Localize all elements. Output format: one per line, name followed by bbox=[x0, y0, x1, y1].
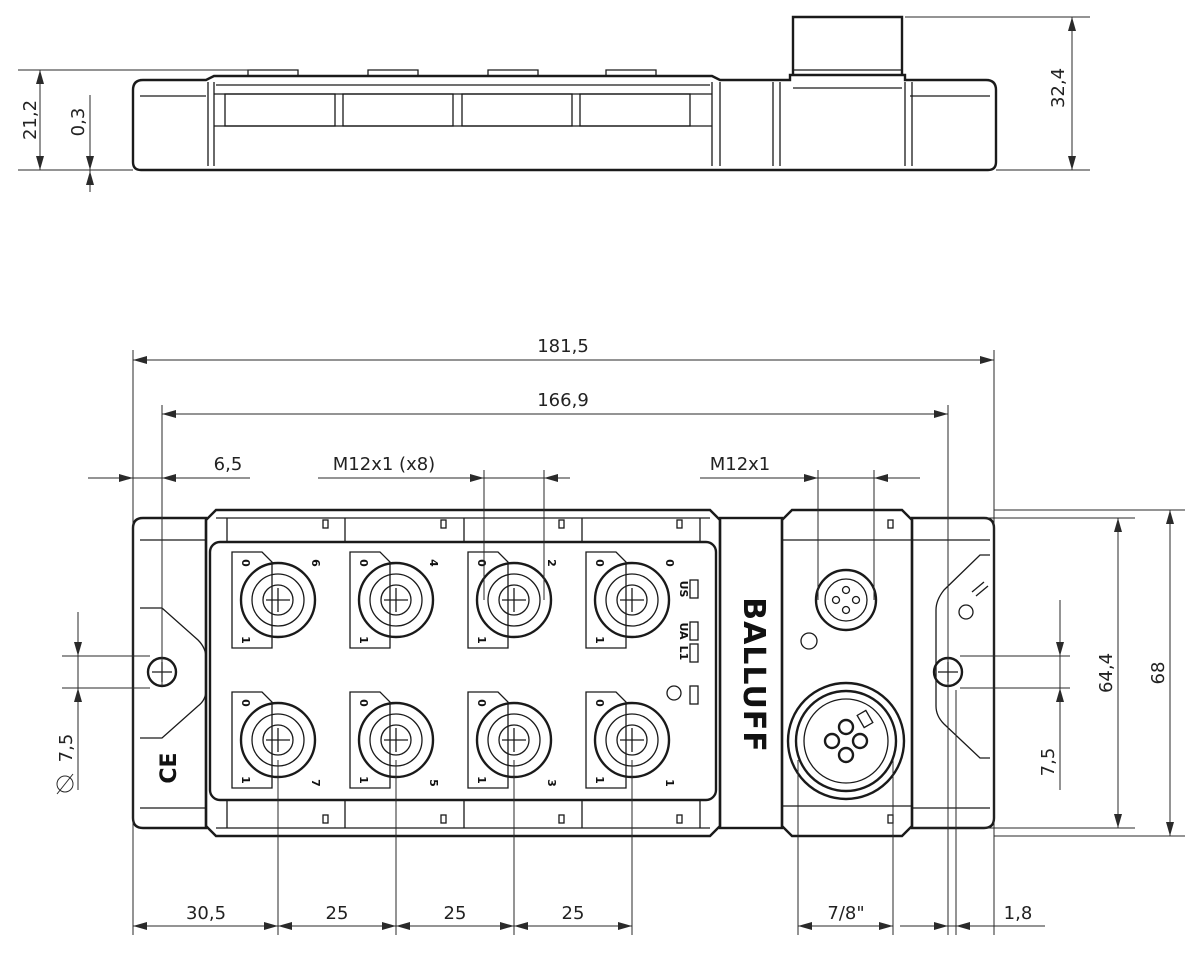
callout-io-ports: M12x1 (x8) bbox=[333, 454, 435, 475]
port-number-7: 7 bbox=[309, 779, 322, 787]
io-port-3 bbox=[467, 691, 553, 789]
dim-power-connector: 7/8" bbox=[827, 903, 864, 924]
bus-port-m12 bbox=[800, 568, 878, 650]
pin-label: 1 bbox=[357, 776, 370, 784]
pin-label: 1 bbox=[475, 636, 488, 644]
diameter-symbol-icon bbox=[56, 773, 74, 795]
corner-label: 0 bbox=[593, 699, 606, 707]
io-port-6 bbox=[231, 551, 317, 649]
dim-side-height-total: 32,4 bbox=[1048, 68, 1069, 108]
led-label-ua: UA bbox=[677, 622, 690, 640]
brand-logo: BALLUFF bbox=[736, 597, 771, 753]
io-port-4 bbox=[349, 551, 435, 649]
dim-hole-diameter: 7,5 bbox=[56, 734, 77, 763]
corner-label: 0 bbox=[593, 559, 606, 567]
power-port-7-8 bbox=[786, 681, 906, 801]
side-dimension-lines bbox=[18, 16, 1090, 192]
side-view bbox=[131, 15, 998, 172]
dim-end-offset: 1,8 bbox=[1004, 903, 1033, 924]
dim-first-port-offset: 30,5 bbox=[186, 903, 226, 924]
pin-label: 1 bbox=[475, 776, 488, 784]
pin-label: 1 bbox=[357, 636, 370, 644]
port-number-4: 4 bbox=[427, 559, 440, 567]
corner-label: 0 bbox=[475, 559, 488, 567]
corner-label: 0 bbox=[357, 699, 370, 707]
dim-body-width: 64,4 bbox=[1096, 653, 1117, 693]
dim-side-height-body: 21,2 bbox=[20, 100, 41, 140]
pin-label: 1 bbox=[593, 636, 606, 644]
pin-label: 1 bbox=[239, 776, 252, 784]
port-number-1: 1 bbox=[663, 779, 676, 787]
dim-overall-length: 181,5 bbox=[537, 336, 589, 357]
corner-label: 0 bbox=[239, 559, 252, 567]
top-dimension-lines bbox=[62, 350, 1185, 935]
corner-label: 0 bbox=[239, 699, 252, 707]
port-number-6: 6 bbox=[309, 559, 322, 567]
dim-hole-spacing: 166,9 bbox=[537, 390, 589, 411]
ground-symbol bbox=[958, 581, 989, 620]
dim-overall-width: 68 bbox=[1148, 662, 1169, 685]
led-label-us: US bbox=[677, 581, 690, 598]
port-number-2: 2 bbox=[545, 559, 558, 567]
port-number-0: 0 bbox=[663, 559, 676, 567]
io-port-2 bbox=[467, 551, 553, 649]
io-port-5 bbox=[349, 691, 435, 789]
callout-bus-port: M12x1 bbox=[710, 454, 771, 475]
pin-label: 1 bbox=[239, 636, 252, 644]
port-number-3: 3 bbox=[545, 779, 558, 787]
led-block bbox=[666, 579, 699, 705]
ce-mark: CE bbox=[157, 752, 182, 783]
pin-label: 1 bbox=[593, 776, 606, 784]
io-port-0 bbox=[585, 551, 671, 649]
dim-port-pitch: 25 bbox=[562, 903, 585, 924]
led-label-l1: L1 bbox=[677, 646, 690, 661]
port-number-5: 5 bbox=[427, 779, 440, 787]
dim-port-pitch: 25 bbox=[444, 903, 467, 924]
dim-side-offset: 0,3 bbox=[68, 108, 89, 137]
dim-hole-edge-offset: 6,5 bbox=[214, 454, 243, 475]
dim-port-pitch: 25 bbox=[326, 903, 349, 924]
dim-hole-height: 7,5 bbox=[1038, 748, 1059, 777]
corner-label: 0 bbox=[357, 559, 370, 567]
corner-label: 0 bbox=[475, 699, 488, 707]
